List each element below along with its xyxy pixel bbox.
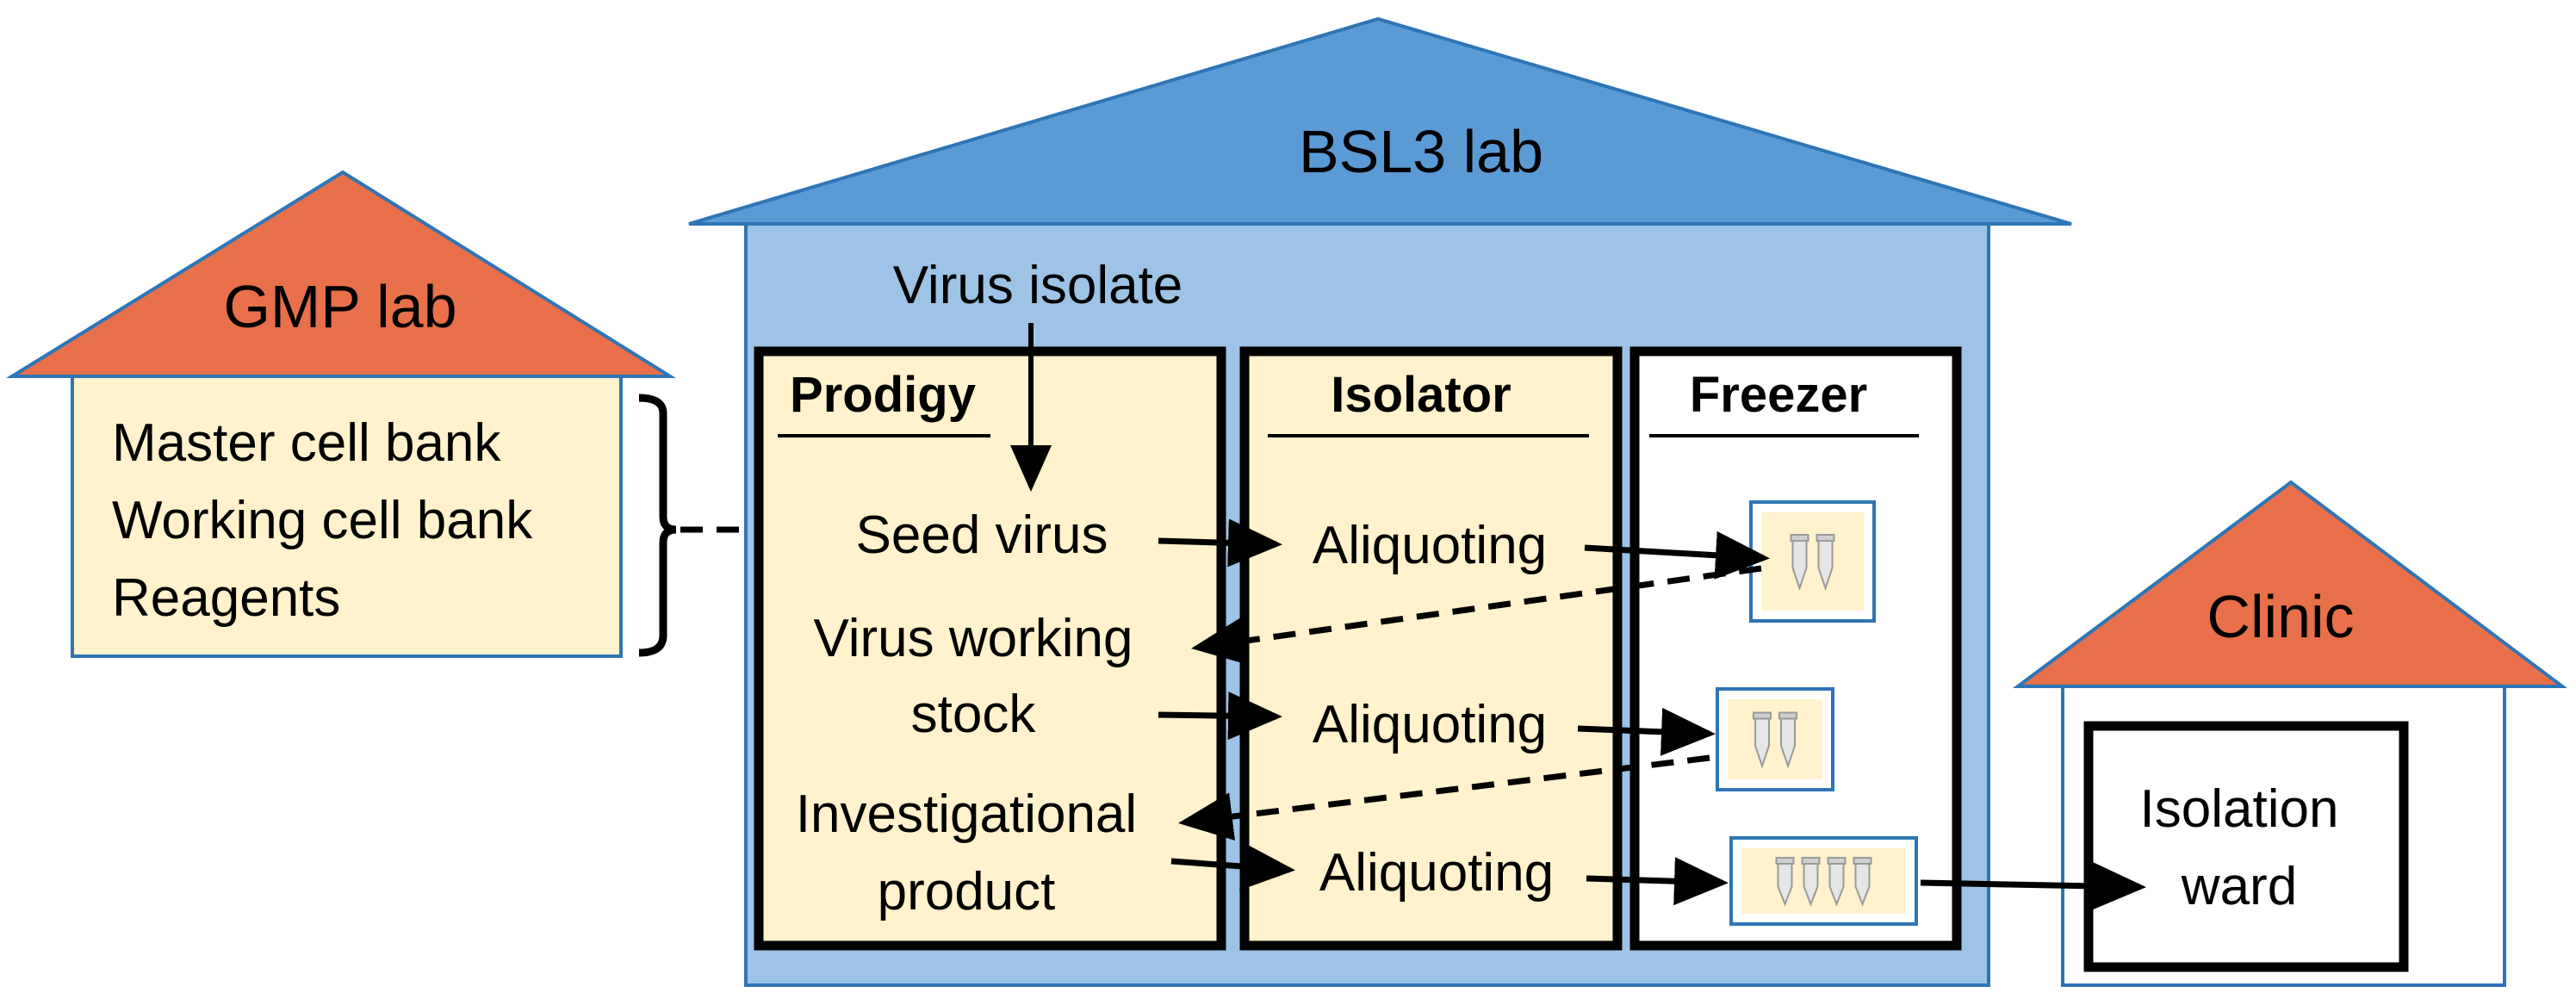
clinic-title: Clinic bbox=[2207, 583, 2354, 650]
arrow-working-stock-to-aliquoting-2 bbox=[1158, 692, 1282, 741]
bracket-icon bbox=[638, 394, 677, 657]
freezer-title: Freezer bbox=[1690, 367, 1867, 423]
gmp-lab-title: GMP lab bbox=[223, 273, 456, 340]
arrow-freezer-to-isolation-ward bbox=[1920, 861, 2146, 910]
aliquoting-step-2: Aliquoting bbox=[1313, 695, 1547, 754]
dashed-arrow-freezer-to-working-stock bbox=[1191, 565, 1762, 665]
clinic-house: Clinic Isolation ward bbox=[2012, 480, 2567, 987]
vial-box-inner-2 bbox=[1728, 699, 1822, 779]
isolation-ward-box bbox=[2083, 721, 2409, 972]
tube-cap-icon bbox=[1775, 857, 1795, 865]
bsl3-lab-title: BSL3 lab bbox=[1299, 118, 1543, 185]
seed-virus-label: Seed virus bbox=[856, 506, 1108, 565]
dashed-arrow-freezer-to-product bbox=[1178, 754, 1710, 841]
isolator-title: Isolator bbox=[1331, 367, 1511, 423]
vial-box-inner-1 bbox=[1761, 512, 1864, 611]
tube-cap-icon bbox=[1778, 711, 1797, 720]
product-label-line1: Investigational bbox=[796, 785, 1137, 844]
tube-cap-icon bbox=[1753, 711, 1772, 720]
freezer-box: Freezer bbox=[1629, 346, 1962, 951]
prodigy-box: Prodigy Seed virus Virus working stock I… bbox=[754, 346, 1226, 951]
gmp-lab-wall bbox=[71, 375, 623, 658]
working-stock-label-line2: stock bbox=[911, 685, 1037, 744]
arrow-aliquoting-3-to-freezer bbox=[1586, 857, 1729, 906]
arrow-product-to-aliquoting-3 bbox=[1170, 841, 1295, 890]
gmp-item-working-cell-bank: Working cell bank bbox=[112, 491, 533, 550]
isolator-box: Isolator Aliquoting Aliquoting Aliquotin… bbox=[1239, 346, 1623, 951]
arrow-aliquoting-2-to-freezer bbox=[1577, 707, 1716, 756]
tube-cap-icon bbox=[1853, 857, 1872, 865]
virus-isolate-label: Virus isolate bbox=[893, 256, 1183, 315]
tube-cap-icon bbox=[1801, 857, 1821, 865]
aliquoting-step-1: Aliquoting bbox=[1313, 516, 1547, 575]
tube-cap-icon bbox=[1790, 534, 1809, 542]
product-label-line2: product bbox=[878, 862, 1056, 921]
tube-cap-icon bbox=[1827, 857, 1847, 865]
arrow-seed-to-aliquoting-1 bbox=[1158, 518, 1282, 568]
gmp-item-master-cell-bank: Master cell bank bbox=[112, 413, 501, 473]
vial-box-inner-3 bbox=[1741, 848, 1906, 914]
gmp-item-reagents: Reagents bbox=[112, 568, 340, 628]
isolation-ward-line2: ward bbox=[2181, 857, 2297, 916]
gmp-lab-house: GMP lab Master cell bank Working cell ba… bbox=[5, 170, 676, 658]
isolation-ward-line1: Isolation bbox=[2140, 779, 2339, 839]
prodigy-title: Prodigy bbox=[790, 367, 976, 423]
working-stock-label-line1: Virus working bbox=[813, 609, 1133, 668]
arrow-aliquoting-1-to-freezer bbox=[1584, 530, 1770, 580]
vial-boxes bbox=[1716, 500, 1918, 926]
aliquoting-step-3: Aliquoting bbox=[1319, 843, 1554, 903]
tube-cap-icon bbox=[1816, 534, 1835, 542]
